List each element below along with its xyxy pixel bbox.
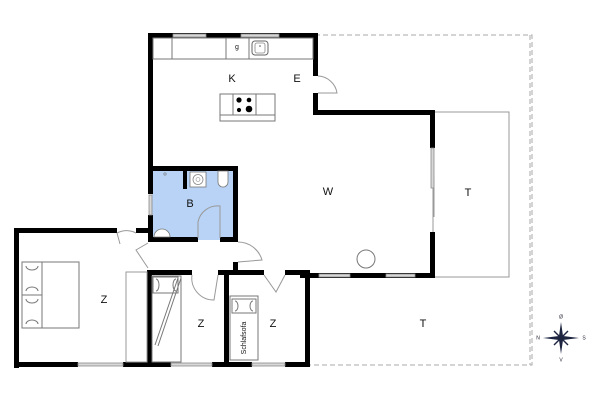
entrance-label: E <box>293 73 300 85</box>
single-bed <box>151 275 182 363</box>
compass-bottom: V <box>559 357 563 363</box>
sink-icon <box>251 40 269 56</box>
entrance-door[interactable] <box>317 75 338 94</box>
middle-bedroom-label: Z <box>198 318 205 330</box>
terrace-south-label: T <box>420 318 427 330</box>
compass-top: Ø <box>559 314 563 320</box>
kitchen-counter <box>152 37 314 60</box>
windows <box>77 33 435 367</box>
terrace-outline <box>310 34 533 366</box>
bathroom-door[interactable] <box>197 205 221 238</box>
bathroom-label: B <box>186 198 193 210</box>
sink-icon <box>153 228 171 238</box>
shower-drain-icon <box>189 171 207 188</box>
closet-door[interactable] <box>237 241 263 263</box>
terrace-east-area <box>432 111 510 278</box>
wardrobe <box>125 271 148 363</box>
small-bedroom-label: Z <box>270 318 277 330</box>
hall-door[interactable] <box>135 242 149 269</box>
compass-right: S <box>582 335 586 341</box>
walls <box>14 33 435 368</box>
middle-bedroom-door[interactable] <box>191 274 219 301</box>
bathroom-fixtures <box>153 170 229 238</box>
master-bedroom-door[interactable] <box>116 230 137 245</box>
kitchen-island <box>219 93 276 122</box>
living-room-label: W <box>323 186 334 198</box>
sofa-bed-label: Schlafsofa <box>241 322 248 355</box>
cooktop-icon <box>236 97 253 113</box>
small-bedroom-door[interactable] <box>263 274 286 293</box>
wood-stove-icon <box>356 249 376 269</box>
fridge-label: g <box>235 44 239 51</box>
double-bed <box>21 261 80 329</box>
toilet-icon <box>217 170 229 188</box>
compass-rose-icon: Ø N S V <box>536 314 586 363</box>
compass-left: N <box>536 335 540 341</box>
master-bedroom-label: Z <box>101 294 108 306</box>
sofa-bed: Schlafsofa <box>229 295 259 361</box>
kitchen-label: K <box>228 73 236 85</box>
terrace-east-label: T <box>465 187 472 199</box>
